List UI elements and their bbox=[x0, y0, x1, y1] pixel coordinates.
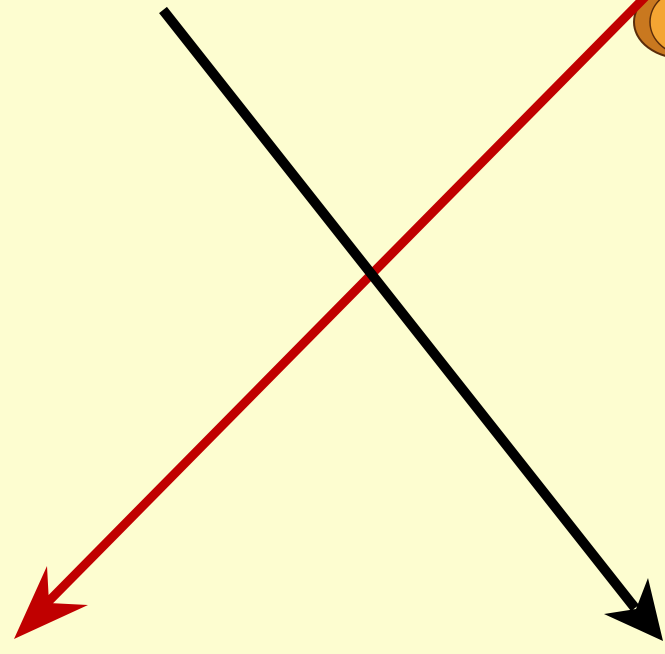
diagram-svg bbox=[0, 0, 665, 654]
diagram-canvas bbox=[0, 0, 665, 654]
